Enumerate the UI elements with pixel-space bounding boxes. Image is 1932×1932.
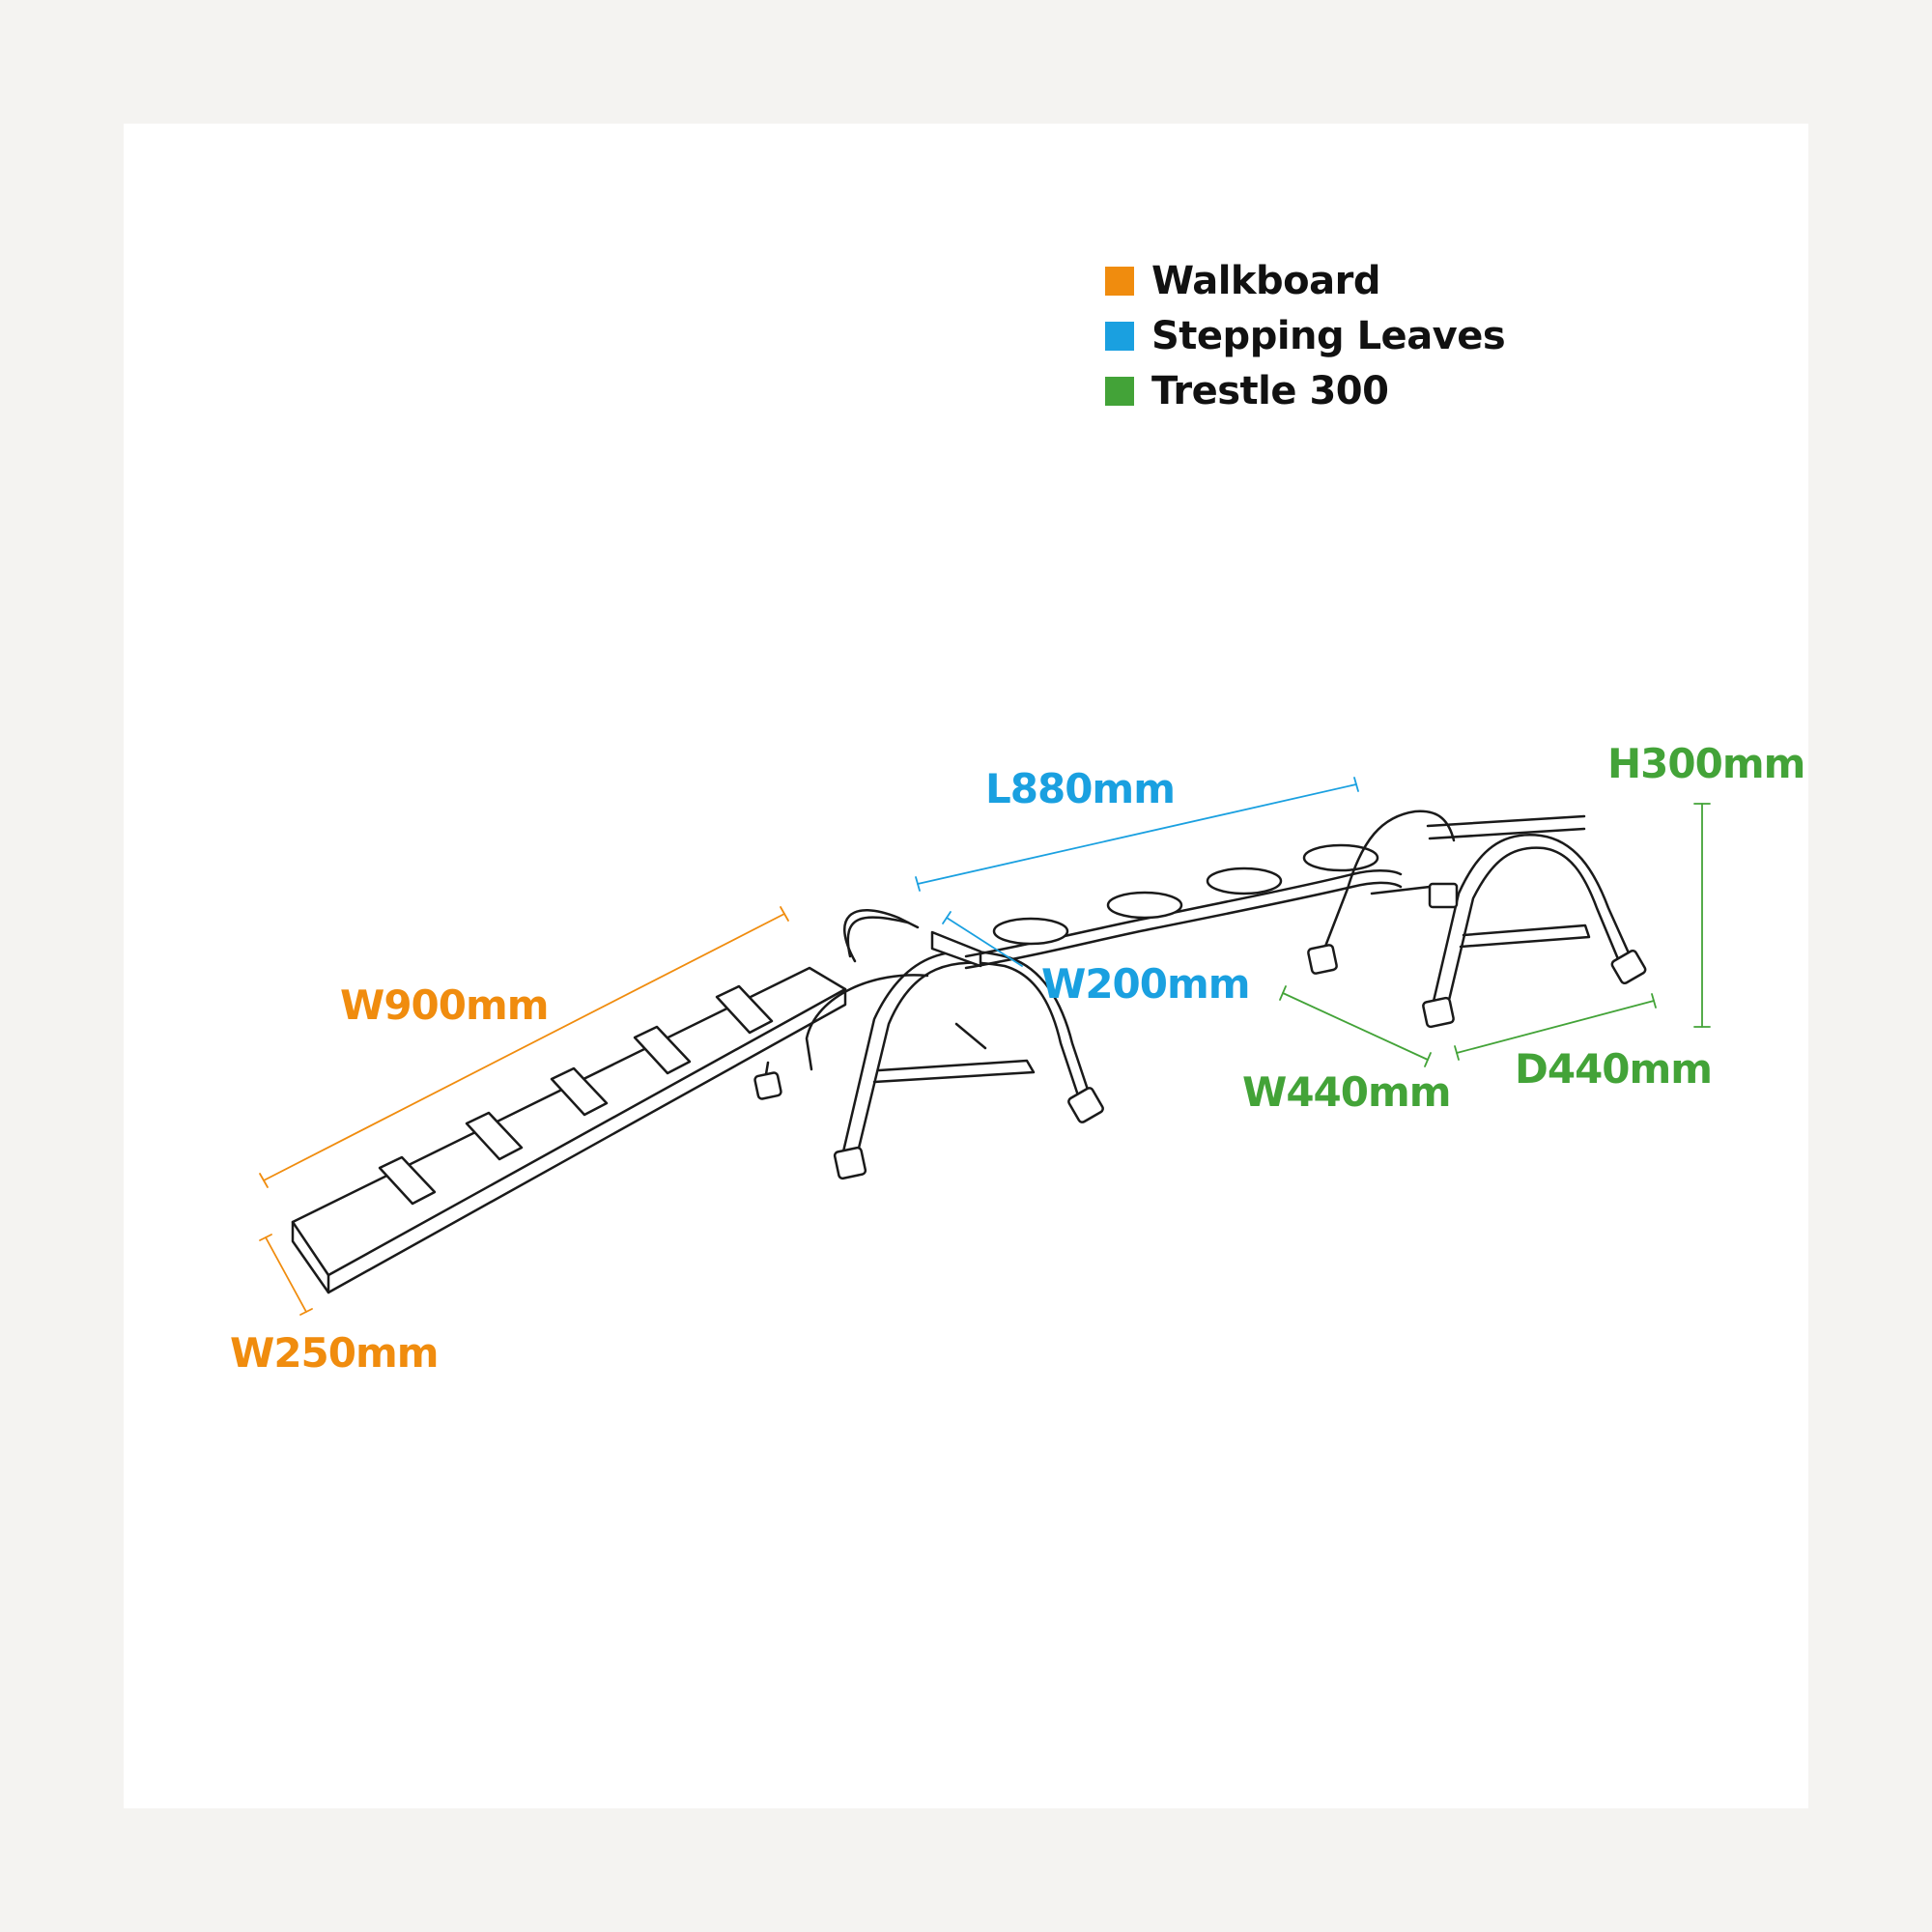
label-walkboard-width: W250mm: [230, 1329, 440, 1377]
left-trestle-drawing: [753, 909, 1104, 1180]
dimension-line-leaves-length: [915, 777, 1359, 892]
dimension-line-trestle-width: [1279, 985, 1432, 1067]
label-leaves-width: W200mm: [1041, 960, 1251, 1008]
legend: Walkboard Stepping Leaves Trestle 300: [1105, 253, 1506, 418]
stepping-leaves-drawing: [964, 843, 1403, 970]
legend-item-trestle: Trestle 300: [1105, 363, 1505, 418]
label-trestle-height: H300mm: [1607, 740, 1805, 787]
legend-swatch-stepping-leaves: [1105, 321, 1134, 351]
legend-item-walkboard: Walkboard: [1105, 253, 1505, 308]
legend-swatch-walkboard: [1105, 266, 1134, 296]
legend-label-stepping-leaves: Stepping Leaves: [1151, 313, 1506, 358]
legend-label-trestle: Trestle 300: [1151, 368, 1389, 413]
dimension-line-leaves-width: [942, 911, 1023, 967]
walkboard-drawing: [291, 966, 847, 1294]
label-trestle-depth: D440mm: [1515, 1045, 1713, 1093]
label-trestle-width: W440mm: [1242, 1068, 1452, 1116]
dimension-line-walkboard-length: [259, 906, 789, 1188]
dimension-line-walkboard-width: [259, 1234, 313, 1316]
right-trestle-drawing: [1307, 810, 1647, 1029]
label-walkboard-length: W900mm: [340, 981, 550, 1029]
diagram-card: [124, 124, 1808, 1808]
legend-swatch-trestle: [1105, 376, 1134, 406]
dimension-line-trestle-depth: [1454, 993, 1657, 1061]
dimension-line-trestle-height: [1693, 803, 1711, 1028]
legend-item-stepping-leaves: Stepping Leaves: [1105, 308, 1506, 363]
label-leaves-length: L880mm: [985, 765, 1176, 812]
legend-label-walkboard: Walkboard: [1151, 258, 1380, 303]
